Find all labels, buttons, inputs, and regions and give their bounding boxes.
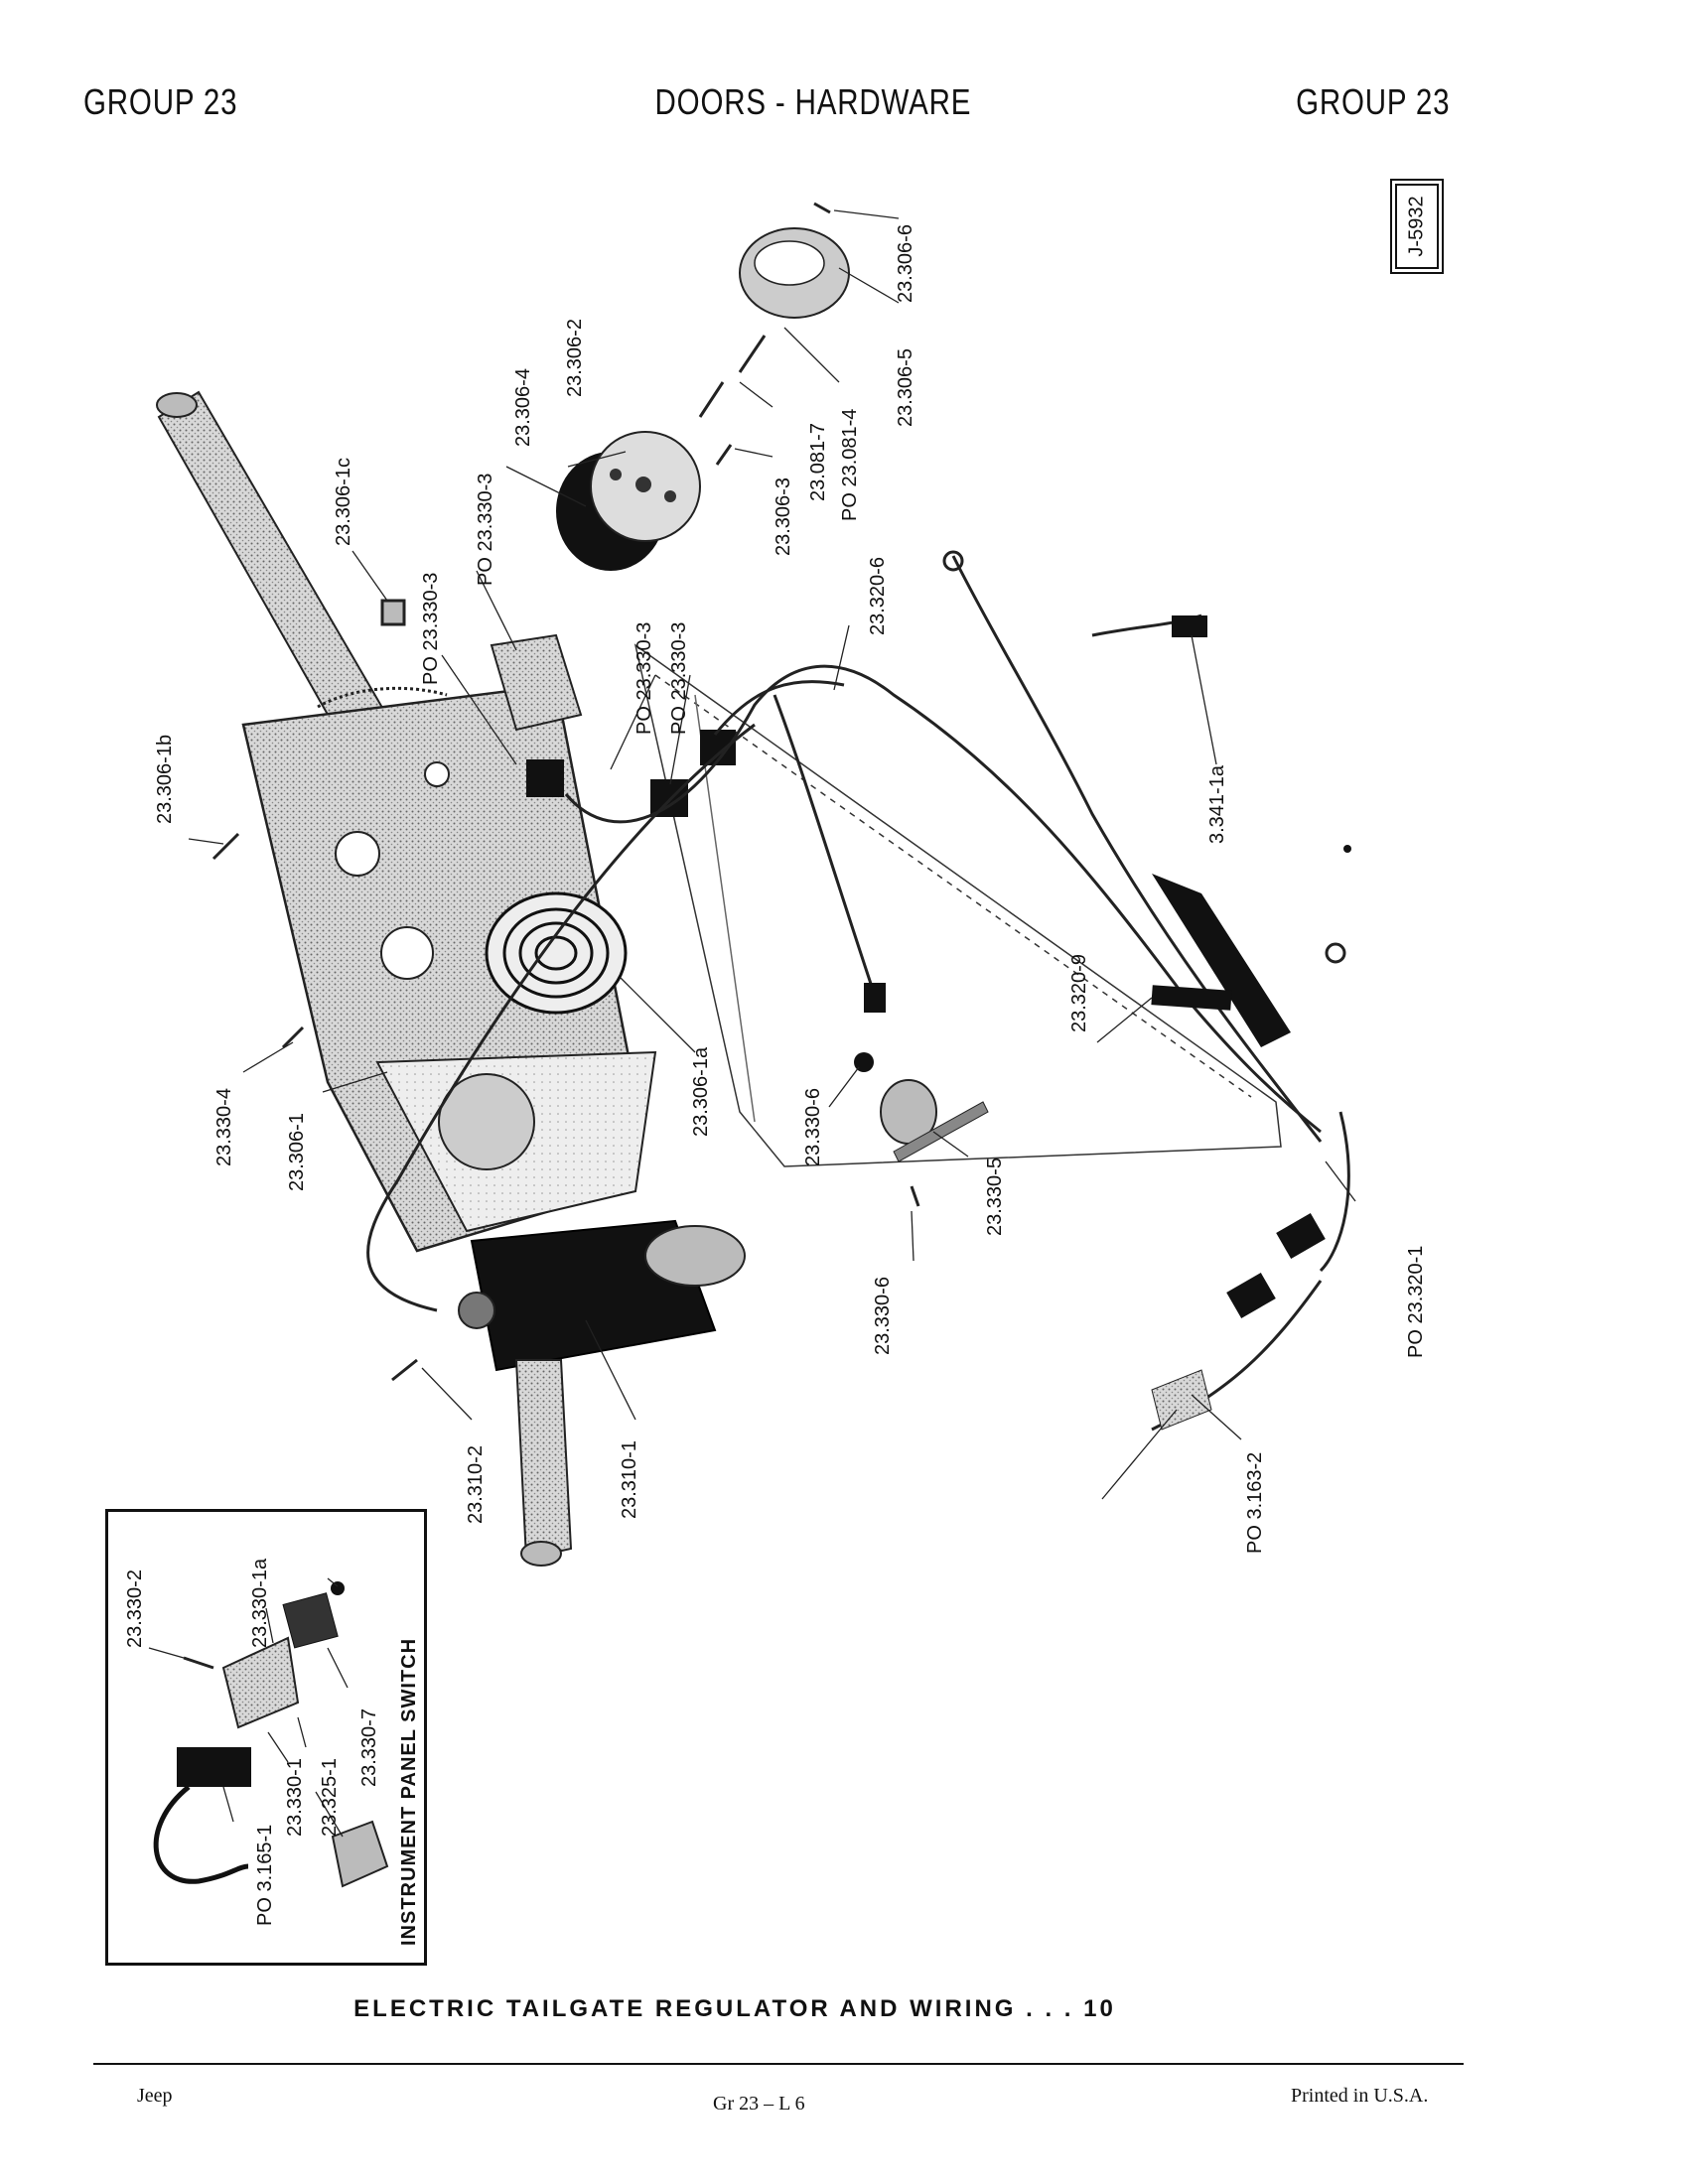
regulator-lower-arm <box>514 1359 573 1567</box>
label-po-23-320-1: PO 23.320-1 <box>1405 1246 1427 1358</box>
label-23-320-9: 23.320-9 <box>1068 954 1090 1032</box>
label-23-306-1c: 23.306-1c <box>333 458 354 546</box>
tailgate-key-switch <box>854 983 989 1162</box>
cam-drum-assembly <box>556 431 701 571</box>
label-23-306-3: 23.306-3 <box>773 478 794 556</box>
footer-printed: Printed in U.S.A. <box>1291 2085 1429 2107</box>
label-23-306-2: 23.306-2 <box>564 319 586 397</box>
label-po-3-163-2: PO 3.163-2 <box>1244 1452 1266 1554</box>
label-po-23-330-3-c: PO 23.330-3 <box>633 622 655 735</box>
label-23-330-6-b: 23.330-6 <box>872 1277 894 1355</box>
limit-switch-bracket <box>490 633 736 817</box>
label-po-23-330-3-d: PO 23.330-3 <box>668 622 690 735</box>
label-23-306-1b: 23.306-1b <box>154 735 176 824</box>
leader-lines <box>188 209 1356 1500</box>
label-23-320-6: 23.320-6 <box>867 557 889 635</box>
inset-leader-lines <box>148 1577 349 1838</box>
label-23-310-2: 23.310-2 <box>465 1445 487 1524</box>
inset-switch-parts <box>153 1581 389 1888</box>
inset-title: INSTRUMENT PANEL SWITCH <box>398 1638 420 1946</box>
wiring-harness <box>366 555 1350 1432</box>
label-23-330-6-a: 23.330-6 <box>802 1088 824 1166</box>
label-po-23-081-4: PO 23.081-4 <box>839 409 861 521</box>
footer-rule <box>93 2063 1464 2065</box>
label-23-306-1a: 23.306-1a <box>690 1046 712 1137</box>
label-po-23-330-3-a: PO 23.330-3 <box>475 474 496 586</box>
drive-motor <box>458 1219 746 1372</box>
inset-label-23-330-2: 23.330-2 <box>124 1570 146 1648</box>
inset-label-po-3-165-1: PO 3.165-1 <box>254 1825 276 1926</box>
inset-frame <box>105 1509 427 1966</box>
label-23-306-6: 23.306-6 <box>895 224 916 303</box>
label-23-306-5: 23.306-5 <box>895 348 916 427</box>
label-23-306-1: 23.306-1 <box>286 1113 308 1191</box>
plate-id-box: J-5932 <box>1390 179 1444 274</box>
harness-sleeves <box>942 550 1351 1431</box>
label-23-306-4: 23.306-4 <box>512 368 534 447</box>
inset-label-23-330-7: 23.330-7 <box>358 1708 380 1787</box>
screws-and-pins <box>211 202 920 1382</box>
inset-label-23-325-1: 23.325-1 <box>319 1758 341 1837</box>
label-23-310-1: 23.310-1 <box>619 1440 640 1519</box>
label-23-081-7: 23.081-7 <box>807 423 829 501</box>
inset-label-23-330-1: 23.330-1 <box>284 1758 306 1837</box>
label-23-330-5: 23.330-5 <box>984 1158 1006 1236</box>
counterbalance-spring <box>485 891 628 1015</box>
footer-brand: Jeep <box>137 2085 173 2107</box>
figure-caption: ELECTRIC TAILGATE REGULATOR AND WIRING .… <box>353 1995 1116 2022</box>
header-group-right: GROUP 23 <box>1295 81 1450 122</box>
header-group-left: GROUP 23 <box>83 81 238 122</box>
label-3-341-1a: 3.341-1a <box>1206 764 1228 844</box>
cam-cover <box>739 227 850 319</box>
header-title: DOORS - HARDWARE <box>654 81 972 122</box>
label-23-330-4: 23.330-4 <box>213 1088 235 1166</box>
regulator-upper-arm <box>156 390 394 751</box>
label-po-23-330-3-b: PO 23.330-3 <box>420 573 442 685</box>
inset-label-23-330-1a: 23.330-1a <box>249 1558 271 1648</box>
footer-page-ref: Gr 23 – L 6 <box>713 2093 805 2115</box>
